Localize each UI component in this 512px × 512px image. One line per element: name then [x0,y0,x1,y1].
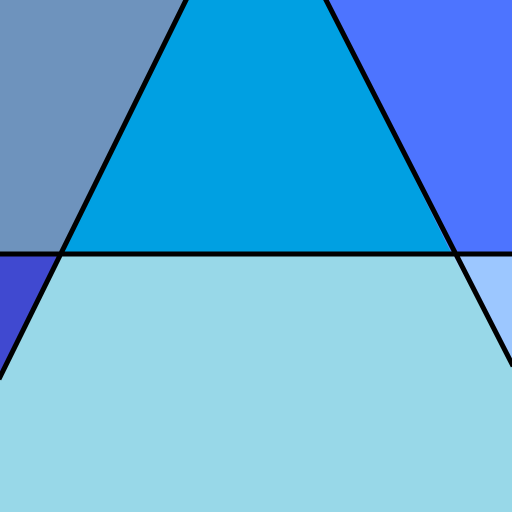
right-diagonal-line [323,0,512,368]
left-diagonal-line [0,0,189,381]
bottom-center-trapezoid [0,254,512,512]
top-right-panel [326,0,512,254]
top-left-panel [0,0,186,254]
top-center-triangle [61,0,452,254]
